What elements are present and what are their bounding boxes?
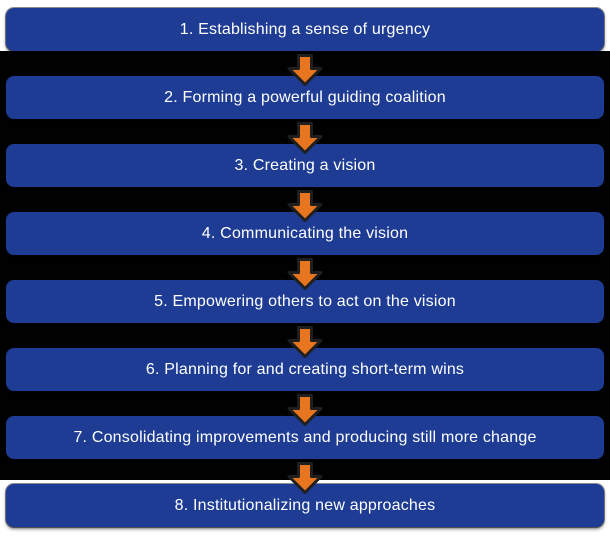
step-label-7: 7. Consolidating improvements and produc…: [73, 428, 537, 446]
arrow-down-icon: [287, 326, 323, 358]
step-box-1: 1. Establishing a sense of urgency: [6, 8, 604, 51]
step-label-8: 8. Institutionalizing new approaches: [174, 496, 436, 514]
arrow-down-icon: [287, 394, 323, 426]
step-label-2: 2. Forming a powerful guiding coalition: [164, 88, 446, 106]
arrow-down-icon: [287, 54, 323, 86]
step-label-3: 3. Creating a vision: [234, 156, 376, 174]
arrow-down-icon: [287, 190, 323, 222]
arrow-down-icon: [287, 122, 323, 154]
step-label-1: 1. Establishing a sense of urgency: [179, 20, 431, 38]
arrow-down-icon: [287, 462, 323, 494]
step-label-5: 5. Empowering others to act on the visio…: [154, 292, 456, 310]
arrow-down-icon: [287, 258, 323, 290]
step-label-6: 6. Planning for and creating short-term …: [145, 360, 465, 378]
step-label-4: 4. Communicating the vision: [201, 224, 409, 242]
